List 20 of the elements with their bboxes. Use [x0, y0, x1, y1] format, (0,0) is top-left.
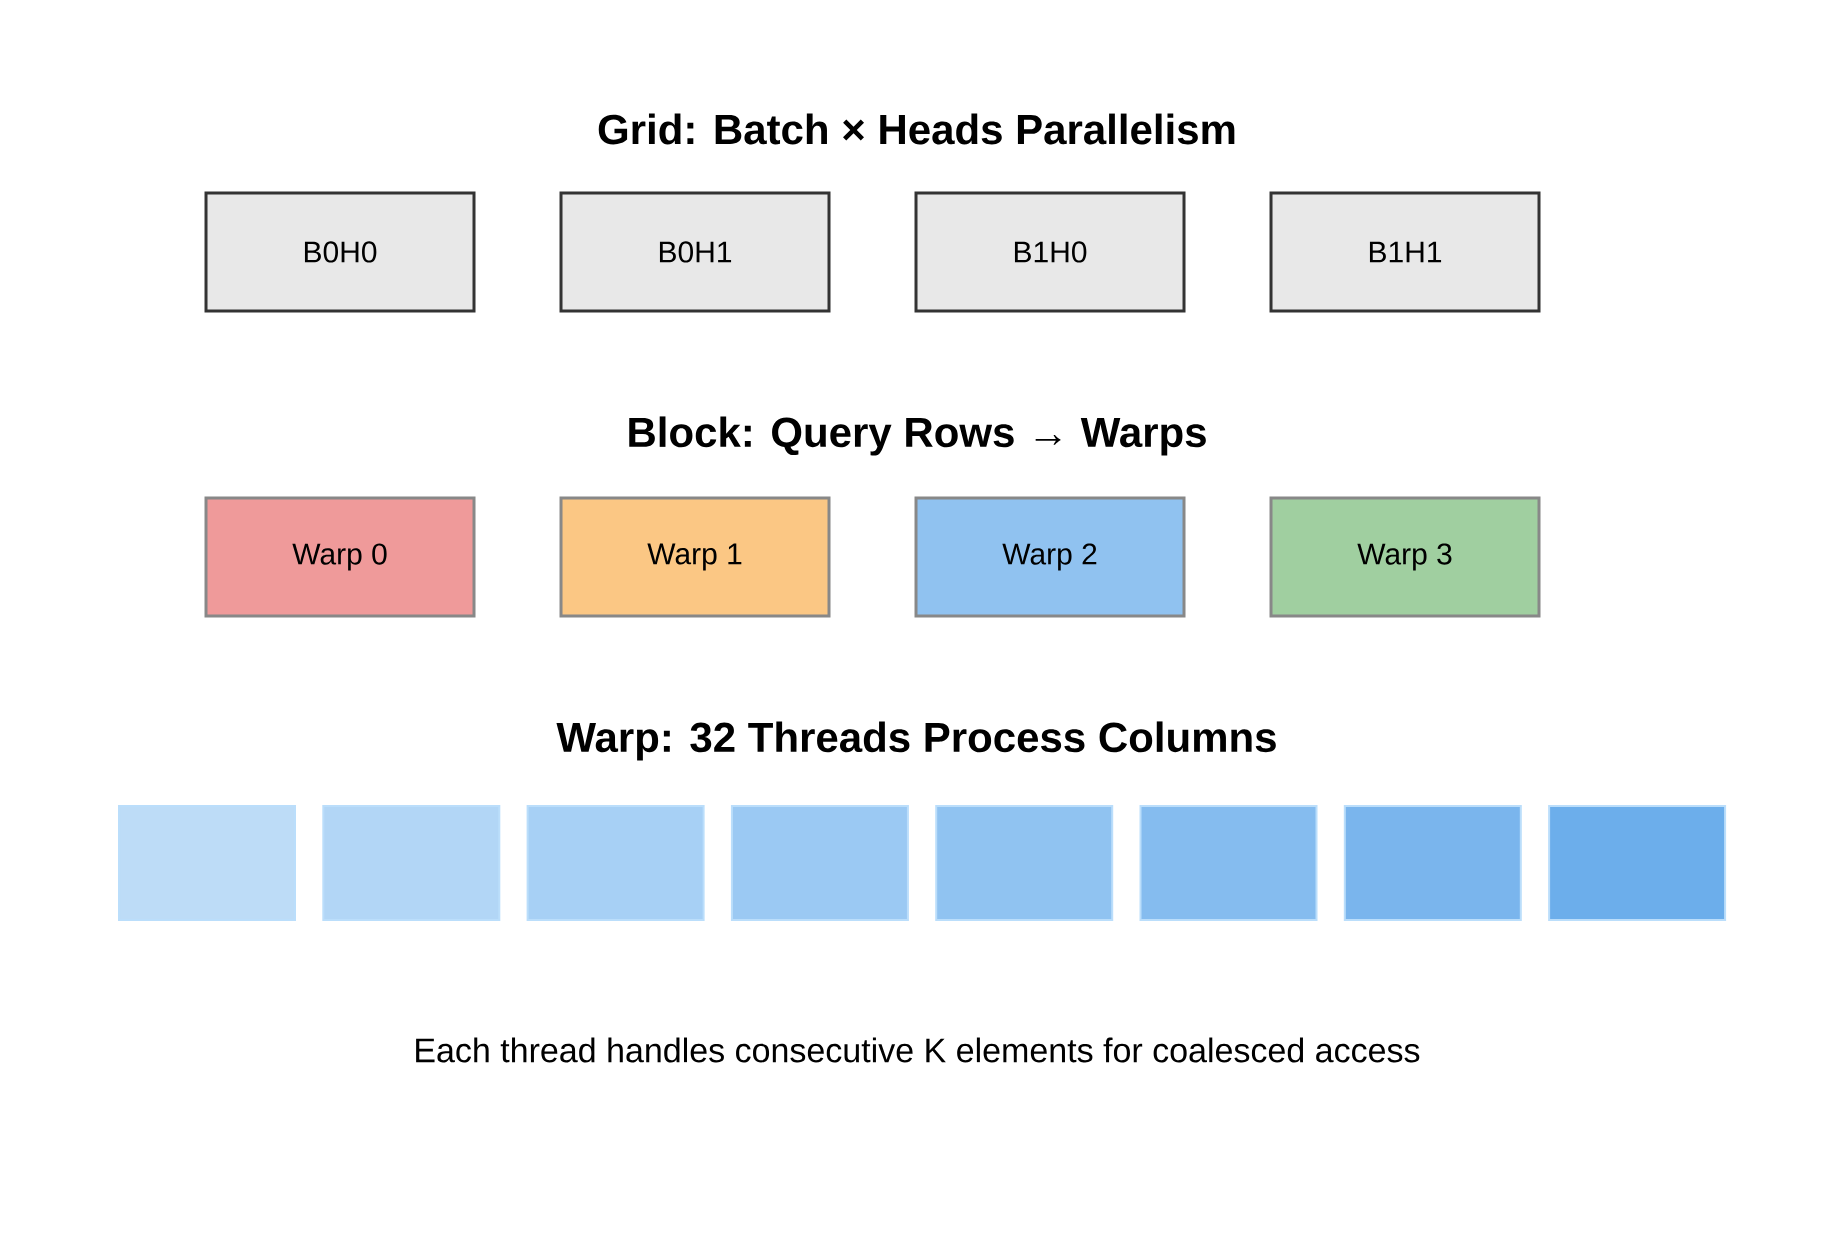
heading: Block: Query Rows → Warps	[629, 416, 1206, 456]
thread-box	[1139, 805, 1318, 921]
grid-block-box: B1H1	[1269, 191, 1541, 313]
warp-box: Warp 0	[204, 496, 476, 618]
thread-box	[730, 805, 909, 921]
thread-box	[118, 805, 296, 921]
warp-box: Warp 3	[1269, 496, 1541, 618]
thread-box	[526, 805, 705, 921]
heading: Warp: 32 Threads Process Columns	[556, 721, 1276, 761]
warp-box: Warp 1	[559, 496, 831, 618]
grid-block-box: B0H1	[559, 191, 831, 313]
thread-box	[322, 805, 501, 921]
thread-box	[1343, 805, 1522, 921]
grid-block-box: B1H0	[914, 191, 1186, 313]
grid-block-box: B0H0	[204, 191, 476, 313]
heading: Grid: Batch × Heads Parallelism	[598, 113, 1235, 145]
thread-box	[935, 805, 1114, 921]
thread-box	[1548, 805, 1727, 921]
caption: Each thread handles consecutive K elements for coalesced access	[416, 1037, 1420, 1063]
warp-box: Warp 2	[914, 496, 1186, 618]
